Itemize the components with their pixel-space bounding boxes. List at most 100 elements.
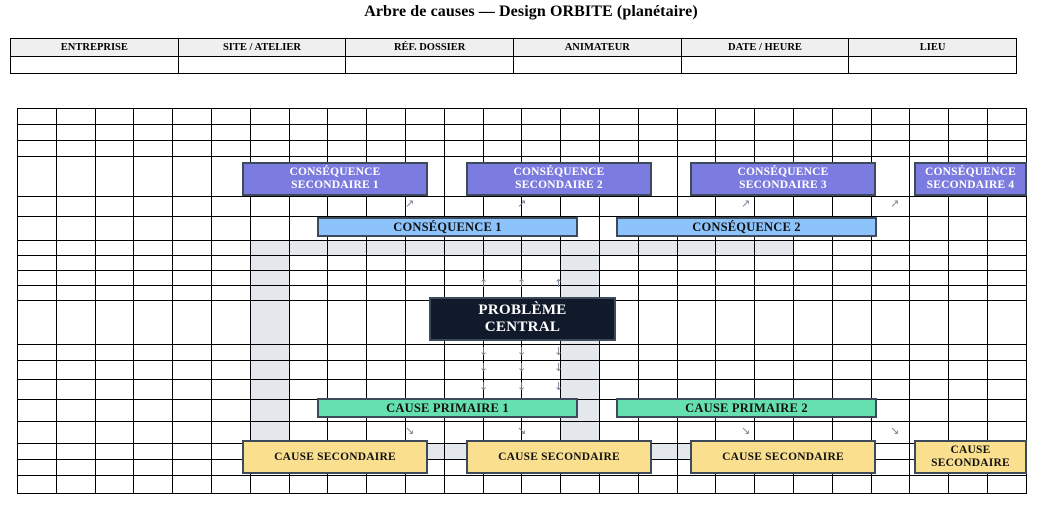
grid-cell[interactable] [598,124,639,141]
node-cause-secondaire-1[interactable]: CAUSE SECONDAIRE [242,440,428,474]
grid-cell[interactable] [94,216,135,241]
grid-cell[interactable] [249,140,290,157]
grid-cell[interactable] [792,379,833,400]
grid-cell[interactable] [676,255,717,271]
grid-cell[interactable] [55,285,96,301]
grid-cell[interactable] [870,124,911,141]
grid-cell[interactable] [94,475,135,494]
grid-cell[interactable] [986,300,1028,345]
grid-cell[interactable] [521,270,562,286]
node-consequence-1[interactable]: CONSÉQUENCE 1 [317,217,578,237]
grid-cell[interactable] [210,285,251,301]
grid-cell[interactable] [986,421,1028,444]
grid-cell[interactable] [676,240,717,256]
grid-cell[interactable] [172,344,212,361]
grid-cell[interactable] [598,360,639,380]
grid-cell[interactable] [55,475,96,494]
grid-cell[interactable] [715,255,756,271]
grid-cell[interactable] [676,360,717,380]
grid-cell[interactable] [560,108,600,125]
grid-cell[interactable] [482,379,523,400]
grid-cell[interactable] [482,124,523,141]
grid-cell[interactable] [17,270,57,286]
grid-cell[interactable] [404,108,445,125]
grid-cell[interactable] [55,108,96,125]
grid-cell[interactable] [986,240,1028,256]
grid-cell[interactable] [521,475,562,494]
grid-cell[interactable] [327,285,368,301]
grid-cell[interactable] [288,255,329,271]
grid-cell[interactable] [792,124,833,141]
grid-cell[interactable] [17,156,57,197]
grid-cell[interactable] [133,196,174,217]
grid-cell[interactable] [909,399,950,422]
grid-cell[interactable] [986,124,1028,141]
node-cause-secondaire-2[interactable]: CAUSE SECONDAIRE [466,440,652,474]
grid-cell[interactable] [210,270,251,286]
grid-cell[interactable] [366,140,406,157]
grid-cell[interactable] [637,255,678,271]
grid-cell[interactable] [948,300,988,345]
grid-cell[interactable] [870,443,911,460]
grid-cell[interactable] [133,421,174,444]
grid-cell[interactable] [210,300,251,345]
grid-cell[interactable] [754,255,794,271]
grid-cell[interactable] [249,475,290,494]
grid-cell[interactable] [17,124,57,141]
grid-cell[interactable] [676,108,717,125]
grid-cell[interactable] [55,240,96,256]
grid-cell[interactable] [637,421,678,444]
grid-cell[interactable] [986,216,1028,241]
grid-cell[interactable] [288,475,329,494]
grid-cell[interactable] [443,270,484,286]
grid-cell[interactable] [17,421,57,444]
grid-cell[interactable] [948,216,988,241]
grid-cell[interactable] [792,255,833,271]
grid-cell[interactable] [560,124,600,141]
grid-cell[interactable] [133,108,174,125]
grid-cell[interactable] [792,300,833,345]
grid-cell[interactable] [676,124,717,141]
grid-cell[interactable] [715,360,756,380]
grid-cell[interactable] [404,421,445,444]
grid-cell[interactable] [17,379,57,400]
grid-cell[interactable] [17,108,57,125]
grid-cell[interactable] [443,344,484,361]
grid-cell[interactable] [94,421,135,444]
grid-cell[interactable] [986,196,1028,217]
grid-cell[interactable] [366,270,406,286]
grid-cell[interactable] [637,140,678,157]
grid-cell[interactable] [443,140,484,157]
grid-cell[interactable] [94,156,135,197]
grid-cell[interactable] [443,196,484,217]
grid-cell[interactable] [133,285,174,301]
grid-cell[interactable] [909,240,950,256]
grid-cell[interactable] [443,379,484,400]
grid-cell[interactable] [288,421,329,444]
grid-cell[interactable] [715,108,756,125]
grid-cell[interactable] [986,360,1028,380]
grid-cell[interactable] [792,270,833,286]
grid-cell[interactable] [870,459,911,476]
grid-cell[interactable] [94,360,135,380]
grid-cell[interactable] [948,379,988,400]
grid-cell[interactable] [948,124,988,141]
grid-cell[interactable] [94,399,135,422]
header-value-entreprise[interactable] [10,56,179,74]
grid-cell[interactable] [909,379,950,400]
grid-cell[interactable] [909,270,950,286]
grid-cell[interactable] [210,379,251,400]
grid-cell[interactable] [17,459,57,476]
grid-cell[interactable] [482,344,523,361]
header-value-animateur[interactable] [512,56,682,74]
grid-cell[interactable] [133,300,174,345]
grid-cell[interactable] [172,255,212,271]
grid-cell[interactable] [94,459,135,476]
grid-cell[interactable] [172,475,212,494]
grid-cell[interactable] [366,285,406,301]
grid-cell[interactable] [676,300,717,345]
grid-cell[interactable] [792,140,833,157]
grid-cell[interactable] [288,108,329,125]
grid-cell[interactable] [715,270,756,286]
